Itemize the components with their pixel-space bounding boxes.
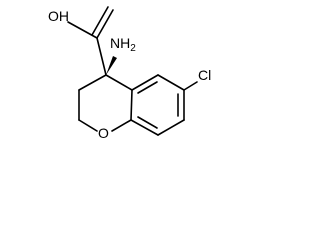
amine-main-label: NH xyxy=(110,35,130,51)
bond-c4-c3 xyxy=(78,74,107,91)
bond-carboxyl-double-o-b xyxy=(91,6,109,36)
bond-c4a-c5 xyxy=(131,74,159,91)
ring-oxygen-label: O xyxy=(98,125,109,141)
chemical-structure-diagram: OH NH2 Cl O xyxy=(48,6,211,141)
hydroxyl-label: OH xyxy=(48,8,69,24)
carboxylic-acid-group xyxy=(67,6,114,76)
bond-carboxyl-double-o-a xyxy=(96,9,114,39)
pyran-ring xyxy=(78,74,133,132)
bond-c7-c8 xyxy=(157,119,185,136)
bond-c4-c4a xyxy=(105,74,133,91)
bond-c8a-c4a xyxy=(130,89,133,121)
bond-c6-cl xyxy=(183,81,198,91)
benzene-ring xyxy=(130,74,185,136)
amine-subscript-label: 2 xyxy=(130,43,136,54)
aromatic-inner-bond-c xyxy=(137,116,158,129)
aromatic-inner-bond-a xyxy=(137,81,158,94)
bond-o1-c8a xyxy=(111,119,132,132)
chlorine-label: Cl xyxy=(198,67,211,83)
amine-wedge-bond xyxy=(106,56,117,75)
bond-c2-o1 xyxy=(78,119,98,132)
bond-c5-c6 xyxy=(157,74,185,91)
bond-carboxyl-oh xyxy=(67,21,98,39)
bond-c4-carboxyl-carbon xyxy=(96,37,107,76)
amine-label: NH2 xyxy=(110,35,136,54)
bond-c8-c8a xyxy=(130,119,159,136)
